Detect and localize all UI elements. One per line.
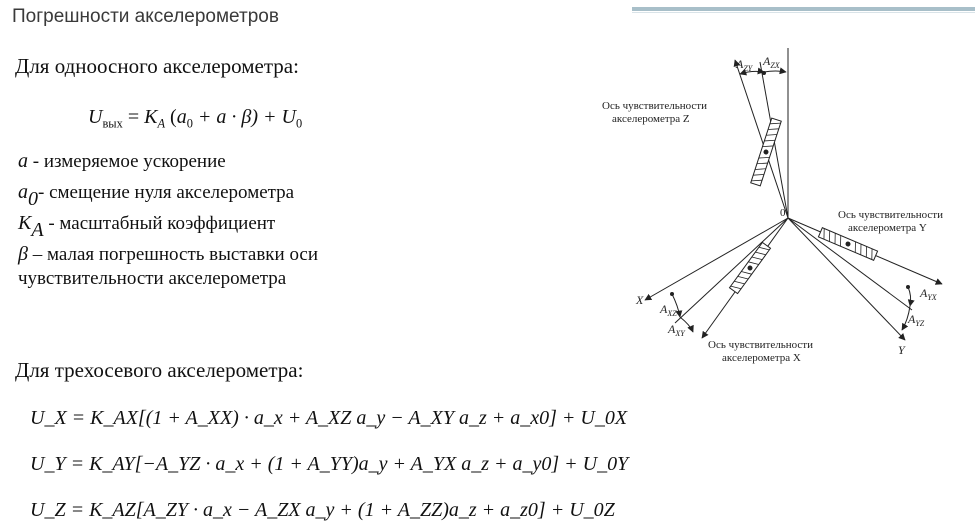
definition-beta: β – малая погрешность выставки оси bbox=[18, 243, 319, 265]
x-reference-axis bbox=[644, 217, 789, 301]
angle-label-axy: AXY bbox=[667, 322, 686, 338]
origin-label: 0 bbox=[780, 207, 786, 219]
y-axis-label-line1: Ось чувствительности bbox=[838, 209, 943, 221]
definition-ka: KA - масштабный коэффициент bbox=[18, 212, 276, 241]
x-aux-line bbox=[674, 217, 789, 324]
angle-label-azx: AZX bbox=[762, 54, 781, 70]
definition-a0: a0- смещение нуля акселерометра bbox=[18, 181, 295, 210]
y-direction-label: Y bbox=[898, 343, 906, 357]
z-axis-label-line1: Ось чувствительности bbox=[602, 100, 707, 112]
angle-label-ayx: AYX bbox=[919, 286, 938, 302]
equation-uz: U_Z = K_AZ[A_ZY · a_x − A_ZX a_y + (1 + … bbox=[30, 499, 615, 521]
z-axis-label-line2: акселерометра Z bbox=[612, 113, 690, 125]
y-accelerometer-body bbox=[817, 227, 879, 261]
z-accelerometer-body bbox=[750, 117, 782, 187]
x-axis-label-line1: Ось чувствительности bbox=[708, 339, 813, 351]
triple-axis-heading: Для трехосевого акселерометра: bbox=[15, 358, 304, 382]
equation-ux: U_X = K_AX[(1 + A_XX) · a_x + A_XZ a_y −… bbox=[30, 407, 628, 429]
y-aux-line bbox=[787, 217, 913, 311]
header-decoration-bar bbox=[632, 7, 975, 11]
single-axis-heading: Для одноосного акселерометра: bbox=[15, 54, 299, 78]
z-sensitivity-axis bbox=[733, 59, 789, 219]
angle-label-axz: AXZ bbox=[659, 302, 677, 318]
single-axis-equation: Uвых = KA (a0 + a · β) + U0 bbox=[88, 106, 303, 131]
angle-label-azy: AZY bbox=[735, 57, 754, 73]
x-accelerometer-body bbox=[728, 241, 772, 295]
equation-uy: U_Y = K_AY[−A_YZ · a_x + (1 + A_YY)a_y +… bbox=[30, 453, 629, 475]
definition-a: a - измеряемое ускорение bbox=[18, 150, 226, 172]
angle-label-ayz: AYZ bbox=[907, 312, 925, 328]
header-decoration-line bbox=[632, 12, 975, 13]
x-direction-label: X bbox=[635, 293, 644, 307]
y-axis-label-line2: акселерометра Y bbox=[848, 222, 927, 234]
accelerometer-axes-diagram: 0 Ось чувствительности акселерометра Z О… bbox=[602, 48, 943, 364]
y-reference-axis bbox=[787, 217, 906, 341]
x-axis-label-line2: акселерометра X bbox=[722, 352, 801, 364]
definition-beta-continuation: чувствительности акселерометра bbox=[18, 268, 287, 289]
slide-title: Погрешности акселерометров bbox=[12, 6, 279, 27]
